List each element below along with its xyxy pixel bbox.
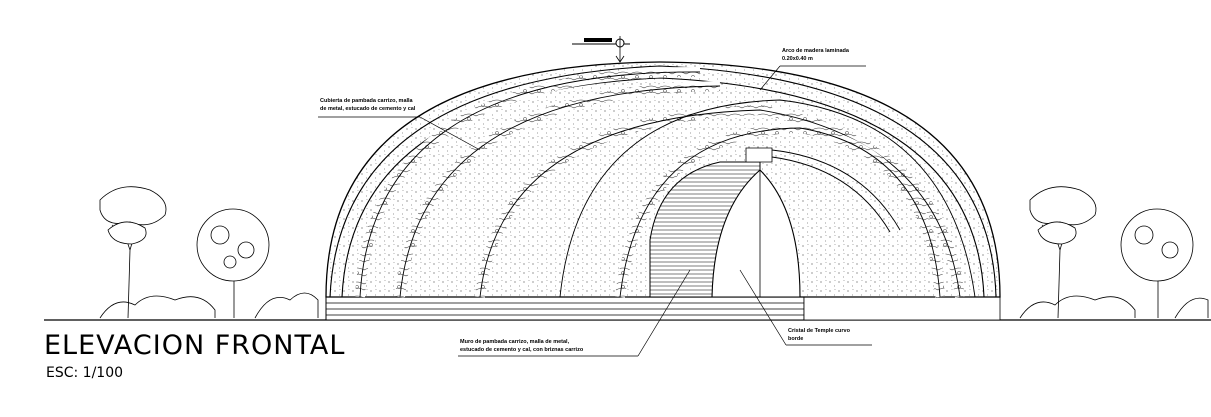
glass-note-line-2: borde [788,336,804,342]
drawing-title: ELEVACION FRONTAL [44,330,346,361]
wall-note-line-2: estucado de cemento y cal, con briznas c… [460,347,584,353]
drawing-scale: ESC: 1/100 [46,365,124,381]
roof-note: Cubierta de pambada carrizo, malla de me… [320,97,415,113]
wall-note: Muro de pambada carrizo, malla de metal,… [460,338,583,354]
wall-note-line-1: Muro de pambada carrizo, malla de metal, [460,339,570,345]
glass-note-line-1: Cristal de Temple curvo [788,328,850,334]
roof-note-line-1: Cubierta de pambada carrizo, malla [320,98,413,104]
base-platform [325,296,1001,321]
arch-note: Arco de madera laminada 0.20x0.40 m [782,47,849,63]
roof-note-line-2: de metal, estucado de cemento y cal [320,106,416,112]
arch-note-line-2: 0.20x0.40 m [782,56,813,62]
arch-note-line-1: Arco de madera laminada [782,48,849,54]
right-trees [1019,186,1209,319]
glass-note: Cristal de Temple curvo borde [788,327,850,343]
leader-lines [318,65,872,357]
wood-arches [329,65,997,298]
left-trees [99,186,319,319]
level-marker [572,36,630,63]
entrance [649,147,901,298]
